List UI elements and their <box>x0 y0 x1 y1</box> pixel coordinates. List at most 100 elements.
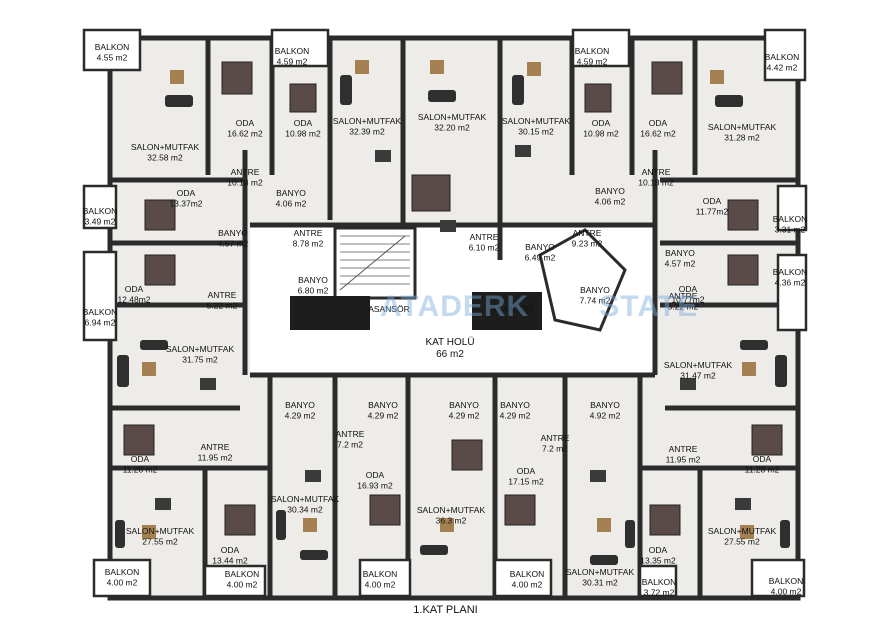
room-label-b1-line1: BALKON <box>95 42 130 52</box>
room-label-o5-line2: 13.37m2 <box>169 199 202 209</box>
room-label-o6-line1: ODA <box>703 196 722 206</box>
room-label-sm3-line2: 32.20 m2 <box>434 123 470 133</box>
room-label-by1-line2: 4.06 m2 <box>276 199 307 209</box>
room-label-by4-line2: 6.49 m2 <box>525 253 556 263</box>
room-label-b3-line1: BALKON <box>575 46 610 56</box>
room-label-o12-line2: 17.15 m2 <box>508 477 544 487</box>
room-label-b5-line1: BALKON <box>83 206 118 216</box>
room-label-by7-line2: 7.74 m2 <box>580 296 611 306</box>
room-label-o9-line1: ODA <box>131 454 150 464</box>
room-label-sm4-line2: 30.15 m2 <box>518 127 554 137</box>
room-label-by11-line1: BANYO <box>500 400 530 410</box>
room-label-by7-line1: BANYO <box>580 285 610 295</box>
room-label-o1-line1: ODA <box>236 118 255 128</box>
room-label-by9-line2: 4.29 m2 <box>368 411 399 421</box>
room-label-o10-line2: 11.28 m2 <box>745 465 780 475</box>
room-label-o1-line2: 16.62 m2 <box>227 129 263 139</box>
room-label-by5-line1: BANYO <box>665 248 695 258</box>
room-label-sm6-line2: 31.75 m2 <box>182 355 218 365</box>
room-label-sm2-line1: SALON+MUTFAK <box>333 116 402 126</box>
room-label-a8-line1: ANTRE <box>336 429 365 439</box>
room-label-o14-line2: 13.35 m2 <box>640 556 676 566</box>
room-label-o14-line1: ODA <box>649 545 668 555</box>
room-label-b12-line1: BALKON <box>510 569 545 579</box>
room-label-by4-line1: BANYO <box>525 242 555 252</box>
room-label-b4-line2: 4.42 m2 <box>767 63 798 73</box>
room-label-a2-line1: ANTRE <box>642 167 671 177</box>
room-label-b12-line2: 4.00 m2 <box>512 580 543 590</box>
room-label-a3-line2: 8.78 m2 <box>293 239 324 249</box>
room-label-by11-line2: 4.29 m2 <box>500 411 531 421</box>
room-label-a9-line2: 7.2 m2 <box>542 444 568 454</box>
room-label-a6-line1: ANTRE <box>208 290 237 300</box>
room-label-by10-line2: 4.29 m2 <box>449 411 480 421</box>
room-label-sm7-line1: SALON+MUTFAK <box>664 360 733 370</box>
room-label-by5-line2: 4.57 m2 <box>665 259 696 269</box>
room-label-sm1-line1: SALON+MUTFAK <box>131 142 200 152</box>
room-label-a11-line1: ANTRE <box>669 444 698 454</box>
room-label-by6-line1: BANYO <box>298 275 328 285</box>
room-label-o4-line2: 16.62 m2 <box>640 129 676 139</box>
room-label-sm4-line1: SALON+MUTFAK <box>502 116 571 126</box>
room-label-b10-line1: BALKON <box>225 569 260 579</box>
room-label-b8-line1: BALKON <box>83 307 118 317</box>
room-label-b7-line2: 4.36 m2 <box>775 278 806 288</box>
room-label-kh-line2: 66 m2 <box>436 349 464 360</box>
room-label-o7-line2: 12.48m2 <box>117 295 150 305</box>
room-label-by10-line1: BANYO <box>449 400 479 410</box>
room-label-o3-line2: 10.98 m2 <box>583 129 619 139</box>
room-label-by3-line2: 4.57 m2 <box>218 239 249 249</box>
room-label-by2-line1: BANYO <box>595 186 625 196</box>
stair-core <box>290 226 627 332</box>
room-label-o13-line2: 13.44 m2 <box>212 556 248 566</box>
room-label-o3-line1: ODA <box>592 118 611 128</box>
room-label-o7-line1: ODA <box>125 284 144 294</box>
room-label-a1-line1: ANTRE <box>231 167 260 177</box>
room-label-sm11-line2: 27.55 m2 <box>724 537 760 547</box>
room-label-o8-line1: ODA <box>679 284 698 294</box>
room-label-b14-line2: 4.00 m2 <box>771 587 802 597</box>
room-label-o2-line2: 10.98 m2 <box>285 129 321 139</box>
room-label-b2-line2: 4.59 m2 <box>277 57 308 67</box>
room-label-by9-line1: BANYO <box>368 400 398 410</box>
room-label-b6-line2: 3.31 m2 <box>775 225 806 235</box>
room-label-o4-line1: ODA <box>649 118 668 128</box>
room-label-b13-line2: 3.72 m2 <box>644 588 675 598</box>
room-label-sm1-line2: 32.58 m2 <box>147 153 183 163</box>
room-label-b11-line2: 4.00 m2 <box>365 580 396 590</box>
room-label-b14-line1: BALKON <box>769 576 804 586</box>
room-label-a3-line1: ANTRE <box>294 228 323 238</box>
room-label-as1-line1: ASANSÖR <box>368 304 410 314</box>
room-label-sm9-line1: SALON+MUTFAK <box>417 505 486 515</box>
room-label-a5-line2: 9.23 m2 <box>572 239 603 249</box>
room-label-a10-line2: 11.95 m2 <box>198 453 233 463</box>
room-label-o8-line2: 10.77m2 <box>671 295 704 305</box>
plan-caption: 1.KAT PLANI <box>413 604 478 616</box>
room-label-a2-line2: 10.18 m2 <box>638 178 674 188</box>
room-label-b4-line1: BALKON <box>765 52 800 62</box>
room-label-sm11-line1: SALON+MUTFAK <box>708 526 777 536</box>
room-label-sm10-line2: 27.55 m2 <box>142 537 178 547</box>
room-label-sm5-line1: SALON+MUTFAK <box>708 122 777 132</box>
room-label-by2-line2: 4.06 m2 <box>595 197 626 207</box>
room-label-by1-line1: BANYO <box>276 188 306 198</box>
room-label-sm10-line1: SALON+MUTFAK <box>126 526 195 536</box>
room-label-o2-line1: ODA <box>294 118 313 128</box>
room-label-a9-line1: ANTRE <box>541 433 570 443</box>
room-label-b11-line1: BALKON <box>363 569 398 579</box>
room-label-a1-line2: 10.18 m2 <box>227 178 263 188</box>
room-label-sm7-line2: 31.47 m2 <box>680 371 716 381</box>
room-label-by8-line2: 4.29 m2 <box>285 411 316 421</box>
watermark-right: STATE <box>599 290 699 323</box>
room-label-a7-line2: 5.22 m2 <box>668 302 699 312</box>
room-label-b1-line2: 4.55 m2 <box>97 53 128 63</box>
room-label-a4-line2: 6.10 m2 <box>469 243 500 253</box>
room-label-sm12-line1: SALON+MUTFAK <box>566 567 635 577</box>
room-label-a10-line1: ANTRE <box>201 442 230 452</box>
balconies <box>82 28 808 598</box>
watermark-left: ATADERK <box>380 290 530 323</box>
room-label-sm6-line1: SALON+MUTFAK <box>166 344 235 354</box>
room-label-a7-line1: ANTRE <box>669 291 698 301</box>
